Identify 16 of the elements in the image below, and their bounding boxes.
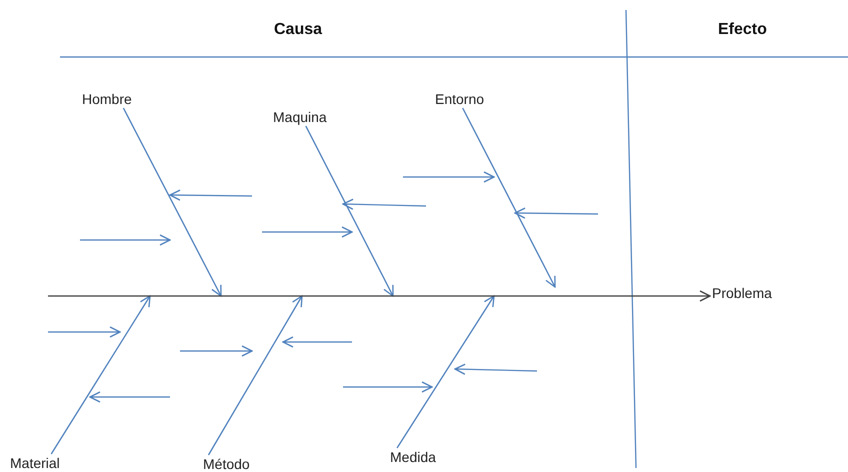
- category-label: Material: [10, 455, 60, 471]
- bone-arrow: [50, 295, 151, 454]
- bone-arrow: [208, 295, 303, 456]
- category-label: Entorno: [435, 91, 484, 107]
- effect-label: Problema: [712, 285, 772, 301]
- bone-arrow: [305, 126, 394, 297]
- column-heading: Causa: [274, 21, 322, 39]
- spine-arrow: [48, 290, 711, 302]
- category-label: Hombre: [82, 91, 132, 107]
- category-label: Método: [203, 456, 250, 472]
- bone-arrow: [462, 108, 556, 288]
- bone-arrow: [396, 295, 495, 448]
- bone-arrow: [122, 108, 222, 297]
- category-label: Maquina: [273, 109, 327, 125]
- category-label: Medida: [390, 449, 436, 465]
- column-heading: Efecto: [718, 21, 767, 39]
